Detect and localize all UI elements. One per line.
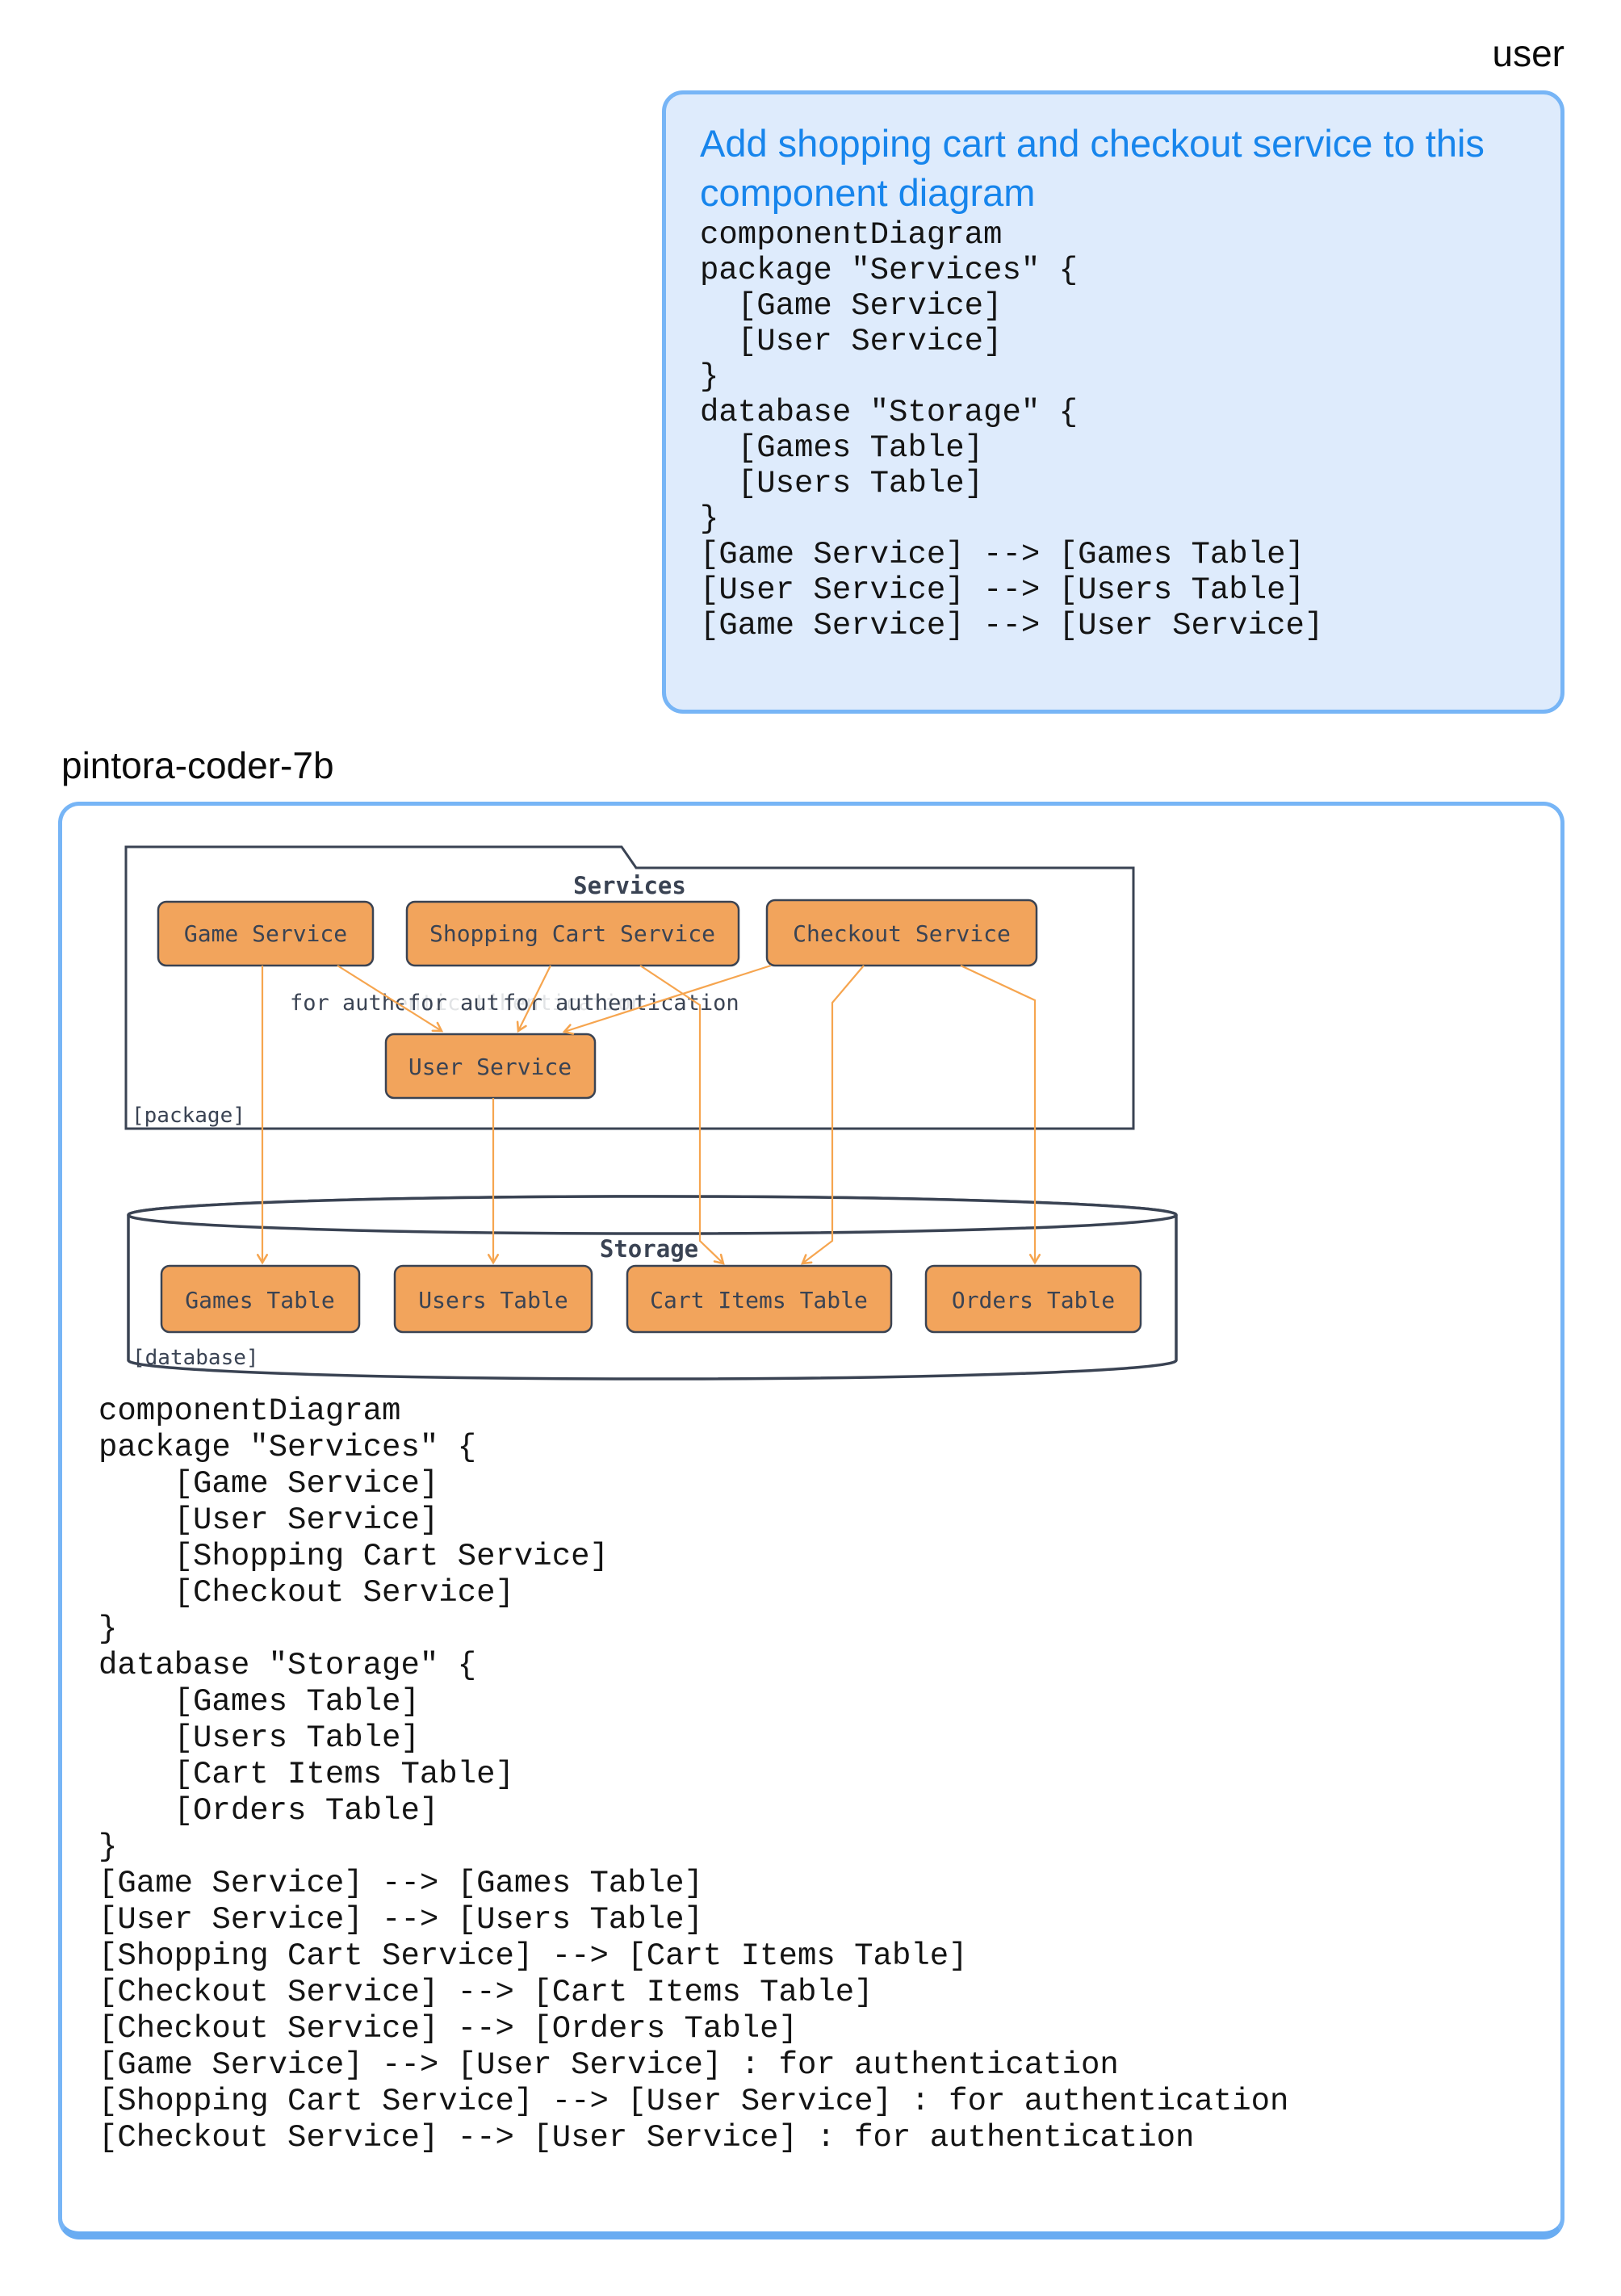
diagram-edges	[256, 964, 1041, 1265]
node-games-table: Games Table	[160, 1264, 361, 1334]
node-checkout-service: Checkout Service	[765, 899, 1038, 967]
node-box	[160, 1264, 361, 1334]
node-label: Orders Table	[952, 1287, 1115, 1313]
package-stereotype: [package]	[132, 1104, 245, 1128]
user-role-label: user	[1492, 32, 1564, 74]
package-title: Services	[573, 872, 686, 899]
node-label: User Service	[408, 1054, 572, 1080]
database-stereotype: [database]	[132, 1346, 259, 1370]
node-label: Users Table	[418, 1287, 568, 1313]
edge-shopping-cart-to-user-service	[516, 965, 551, 1033]
edge-checkout-to-cart-items-table	[801, 965, 865, 1265]
component-diagram: Storage [database] Services [package] fo…	[124, 845, 1178, 1381]
node-cart-items-table: Cart Items Table	[626, 1264, 893, 1334]
node-orders-table: Orders Table	[924, 1264, 1142, 1334]
user-message-title: Add shopping cart and checkout service t…	[700, 122, 1485, 214]
edge-label-auth-3: for authentication	[503, 991, 739, 1016]
node-label: Shopping Cart Service	[429, 920, 715, 947]
node-box	[924, 1264, 1142, 1334]
node-user-service: User Service	[384, 1033, 597, 1100]
node-game-service: Game Service	[157, 900, 375, 967]
edge-labels: for authentication for authentication fo…	[286, 986, 743, 1018]
user-message-code: componentDiagram package "Services" { [G…	[700, 217, 1324, 643]
user-message-bubble: Add shopping cart and checkout service t…	[662, 90, 1564, 714]
edge-label-mask	[499, 986, 743, 1018]
node-users-table: Users Table	[393, 1264, 593, 1334]
edge-game-service-to-user-service	[337, 965, 444, 1033]
node-label: Game Service	[184, 920, 347, 947]
node-box	[384, 1033, 597, 1100]
node-label: Cart Items Table	[650, 1287, 868, 1313]
node-box	[157, 900, 375, 967]
node-box	[393, 1264, 593, 1334]
node-label: Checkout Service	[793, 920, 1011, 947]
edge-shopping-cart-to-cart-items-table	[639, 965, 725, 1265]
database-cylinder-top	[127, 1195, 1178, 1235]
response-code: componentDiagram package "Services" { [G…	[98, 1393, 1289, 2156]
edge-checkout-to-orders-table	[960, 965, 1041, 1265]
node-box	[765, 899, 1038, 967]
edge-checkout-to-user-service	[562, 964, 772, 1035]
database-title: Storage	[600, 1235, 698, 1263]
node-box	[405, 900, 740, 967]
node-shopping-cart-service: Shopping Cart Service	[405, 900, 740, 967]
node-box	[626, 1264, 893, 1334]
node-label: Games Table	[185, 1287, 334, 1313]
model-role-label: pintora-coder-7b	[61, 744, 334, 786]
